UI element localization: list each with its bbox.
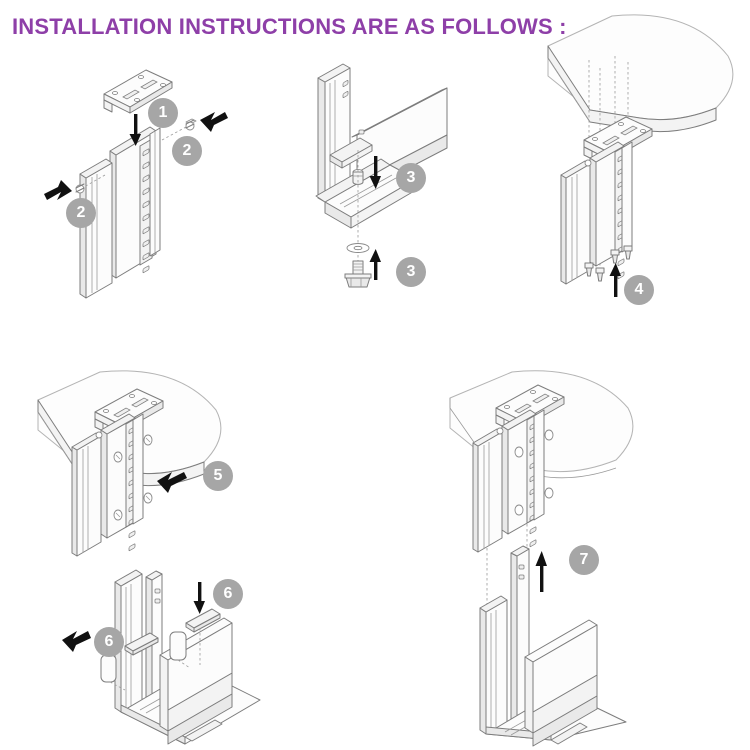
step-badge-1: 1 [148,98,178,128]
step-badge-2-left: 2 [66,198,96,228]
worksurface-desktop [449,370,634,479]
guide-roller-pins [113,434,153,521]
step-badge-7: 7 [569,545,599,575]
step-badge-5: 5 [203,461,233,491]
cpu-cradle-assembly [479,545,627,747]
step-badge-6-right: 6 [213,579,243,609]
spacer-bushing [352,169,364,185]
mounted-slide-rail [472,409,554,553]
top-mounting-plate [583,116,653,161]
step-5-arrow-left [157,472,187,493]
top-mounting-plate [94,388,164,433]
cradle-base-tray [120,617,261,745]
worksurface-desktop [37,370,222,487]
cpu-back-plate [329,87,448,196]
step-4-arrow-up [609,263,621,297]
worksurface-desktop [547,14,734,133]
thumb-bolt [344,260,372,288]
screw-alignment-lines [588,56,629,270]
step-badge-3-down: 3 [396,163,426,193]
top-mounting-plate [495,384,565,429]
panel-6-illustration [449,370,634,747]
step-3-arrow-up [369,249,381,280]
step-badge-4: 4 [624,275,654,305]
step-badge-6-left: 6 [94,627,124,657]
panel-2-illustration [315,63,448,288]
step-badge-2-right: 2 [172,136,202,166]
cradle-upright [317,63,351,203]
step-badge-3-up: 3 [396,257,426,287]
panel-3-illustration [547,14,734,297]
vertical-slide-rail [71,413,144,557]
step-1-arrow [129,114,141,146]
alignment-lines [486,524,528,610]
flat-washer [346,243,370,253]
step-2-arrow-right [200,112,228,132]
mounting-screws [584,245,633,282]
step-3-arrow-down [369,156,381,189]
vertical-slide-rail [560,141,633,285]
page-title: INSTALLATION INSTRUCTIONS ARE AS FOLLOWS… [12,14,567,39]
step-2-arrow-left [44,180,72,200]
panel-1-illustration [44,69,228,299]
step-7-arrow-up [535,551,547,592]
panel-4-illustration [37,370,222,557]
step-6-arrow-down [193,582,205,614]
step-6-arrow-right [62,631,91,652]
